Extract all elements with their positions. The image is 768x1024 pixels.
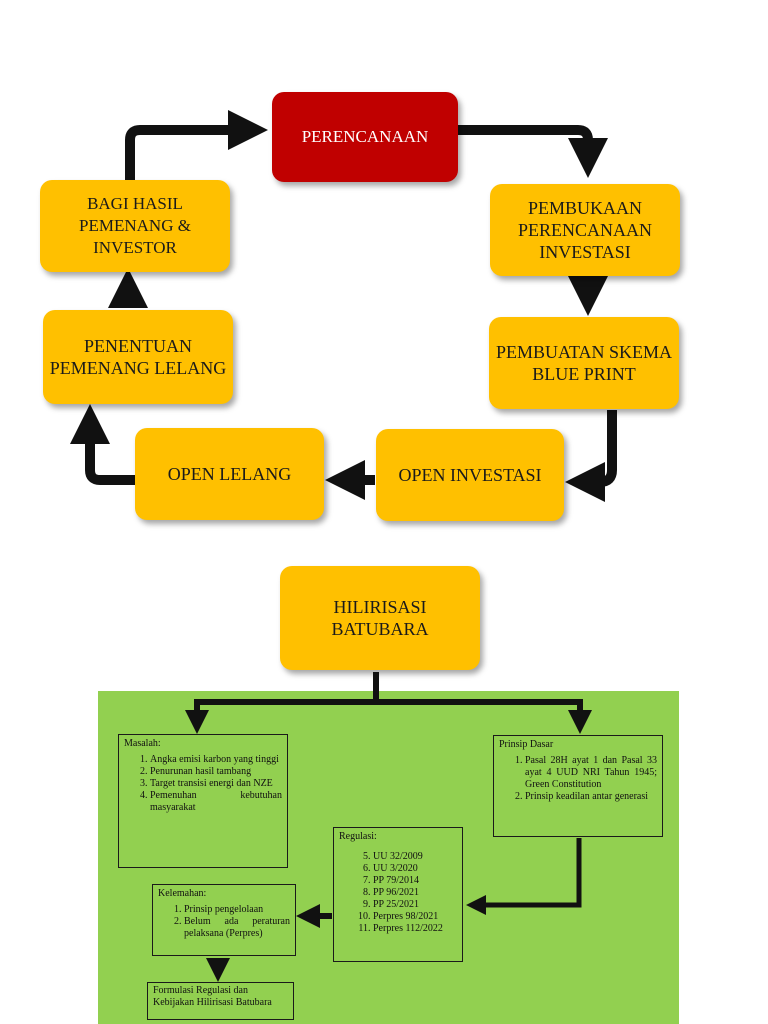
list-item: PP 79/2014: [373, 875, 457, 887]
list-item: PP 25/2021: [373, 899, 457, 911]
arrow-hilirisasi-to-prinsip: [376, 699, 592, 734]
list-item: PP 96/2021: [373, 887, 457, 899]
box-open-lelang: OPEN LELANG: [135, 428, 324, 520]
list-item: Target transisi energi dan NZE: [150, 778, 282, 790]
box-hilirisasi-label: HILIRISASI BATUBARA: [331, 597, 429, 639]
box-perencanaan: PERENCANAAN: [272, 92, 458, 182]
panel-prinsip-dasar: Prinsip Dasar Pasal 28H ayat 1 dan Pasal…: [493, 735, 663, 837]
arrow-open-lelang-to-penentuan: [70, 404, 135, 485]
box-pembukaan-perencanaan-investasi: PEMBUKAAN PERENCANAAN INVESTASI: [490, 184, 680, 276]
box-pembukaan-label: PEMBUKAAN PERENCANAAN INVESTASI: [517, 198, 652, 262]
box-open-investasi-label: OPEN INVESTASI: [398, 465, 542, 485]
list-item: UU 3/2020: [373, 863, 457, 875]
panel-formulasi: Formulasi Regulasi dan Kebijakan Hiliris…: [147, 982, 294, 1020]
prinsip-title: Prinsip Dasar: [499, 739, 554, 750]
arrow-prinsip-to-regulasi: [466, 838, 582, 915]
kelemahan-title: Kelemahan:: [158, 888, 207, 899]
masalah-list: Angka emisi karbon yang tinggi Penurunan…: [124, 754, 282, 814]
list-item: Pemenuhan kebutuhan masyarakat: [150, 790, 282, 814]
masalah-title: Masalah:: [124, 738, 161, 749]
box-open-lelang-label: OPEN LELANG: [167, 464, 292, 484]
regulasi-title: Regulasi:: [339, 831, 377, 842]
list-item: Perpres 98/2021: [373, 911, 457, 923]
box-pembuatan-skema-blue-print: PEMBUATAN SKEMA BLUE PRINT: [489, 317, 679, 409]
arrow-perencanaan-to-pembukaan: [458, 125, 608, 178]
box-penentuan-pemenang-lelang: PENENTUAN PEMENANG LELANG: [43, 310, 233, 404]
list-item: Perpres 112/2022: [373, 923, 457, 935]
list-item: Angka emisi karbon yang tinggi: [150, 754, 282, 766]
list-item: Penurunan hasil tambang: [150, 766, 282, 778]
box-pembuatan-label: PEMBUATAN SKEMA BLUE PRINT: [495, 342, 673, 384]
panel-kelemahan: Kelemahan: Prinsip pengelolaan Belum ada…: [152, 884, 296, 956]
arrow-pembuatan-to-open-investasi: [565, 410, 617, 502]
box-penentuan-label: PENENTUAN PEMENANG LELANG: [49, 336, 227, 378]
box-bagi-hasil-label: BAGI HASIL PEMENANG & INVESTOR: [79, 194, 191, 257]
regulasi-list: UU 32/2009 UU 3/2020 PP 79/2014 PP 96/20…: [339, 851, 457, 935]
list-item: Belum ada peraturan pelaksana (Perpres): [184, 916, 290, 940]
kelemahan-list: Prinsip pengelolaan Belum ada peraturan …: [158, 904, 290, 940]
prinsip-list: Pasal 28H ayat 1 dan Pasal 33 ayat 4 UUD…: [499, 755, 657, 803]
box-open-investasi: OPEN INVESTASI: [376, 429, 564, 521]
list-item: UU 32/2009: [373, 851, 457, 863]
box-bagi-hasil-pemenang-investor: BAGI HASIL PEMENANG & INVESTOR: [40, 180, 230, 272]
box-hilirisasi-batubara: HILIRISASI BATUBARA: [280, 566, 480, 670]
formulasi-text: Formulasi Regulasi dan Kebijakan Hiliris…: [153, 985, 272, 1008]
box-perencanaan-label: PERENCANAAN: [301, 127, 429, 146]
list-item: Prinsip pengelolaan: [184, 904, 290, 916]
panel-masalah: Masalah: Angka emisi karbon yang tinggi …: [118, 734, 288, 868]
panel-regulasi: Regulasi: UU 32/2009 UU 3/2020 PP 79/201…: [333, 827, 463, 962]
arrow-hilirisasi-to-masalah: [185, 699, 376, 734]
list-item: Pasal 28H ayat 1 dan Pasal 33 ayat 4 UUD…: [525, 755, 657, 791]
arrow-bagi-hasil-to-perencanaan: [125, 110, 268, 180]
list-item: Prinsip keadilan antar generasi: [525, 791, 657, 803]
